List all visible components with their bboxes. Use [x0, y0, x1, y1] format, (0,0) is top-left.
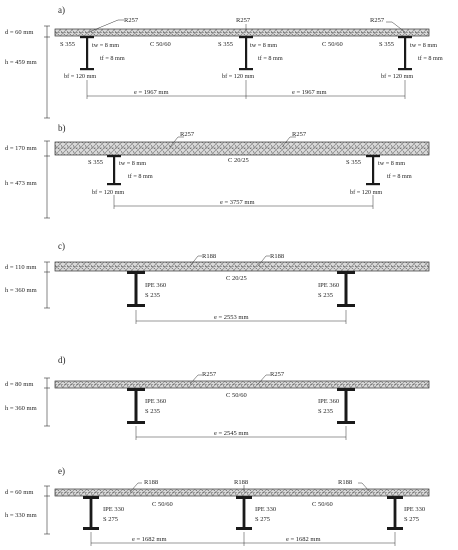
- flange-thickness-label: tf = 8 mm: [100, 55, 125, 62]
- panel-e: e) d = 60 mm h = 330 mm R188 R188 R188 C…: [5, 466, 430, 546]
- spacing-label: e = 2545 mm: [214, 430, 249, 437]
- spacing-label: e = 1682 mm: [132, 536, 167, 543]
- steel-grade-label: S 235: [318, 292, 333, 299]
- rebar-label: R188: [338, 479, 352, 486]
- profile-label: IPE 360: [318, 282, 339, 289]
- slab-depth-label: d = 170 mm: [5, 145, 37, 152]
- flange-width-label: bf = 120 mm: [222, 73, 254, 80]
- steel-grade-label: S 275: [404, 516, 419, 523]
- steel-grade-label: S 235: [145, 292, 160, 299]
- profile-label: IPE 330: [255, 506, 276, 513]
- steel-beam: [127, 271, 355, 307]
- concrete-label: C 50/60: [322, 41, 343, 48]
- concrete-label: C 50/60: [312, 501, 333, 508]
- rebar-label: R188: [234, 479, 248, 486]
- flange-width-label: bf = 120 mm: [381, 73, 413, 80]
- concrete-label: C 20/25: [228, 157, 249, 164]
- steel-grade-label: S 355: [88, 159, 103, 166]
- rebar-label: R188: [270, 253, 284, 260]
- slab-depth-label: d = 60 mm: [5, 489, 33, 496]
- panel-label: e): [58, 466, 65, 476]
- web-thickness-label: tw = 8 mm: [92, 42, 119, 49]
- steel-grade-label: S 275: [103, 516, 118, 523]
- concrete-label: C 50/60: [150, 41, 171, 48]
- web-thickness-label: tw = 8 mm: [250, 42, 277, 49]
- steel-grade-label: S 355: [346, 159, 361, 166]
- steel-grade-label: S 235: [145, 408, 160, 415]
- profile-label: IPE 360: [145, 282, 166, 289]
- concrete-label: C 50/60: [152, 501, 173, 508]
- spacing-dimension: [90, 532, 396, 546]
- beam-height-label: h = 360 mm: [5, 405, 37, 412]
- beam-height-label: h = 360 mm: [5, 287, 37, 294]
- steel-beam: [107, 155, 380, 186]
- panel-label: b): [58, 123, 66, 133]
- rebar-label: R188: [144, 479, 158, 486]
- beam-height-label: h = 473 mm: [5, 180, 37, 187]
- steel-grade-label: S 235: [318, 408, 333, 415]
- rebar-label: R257: [180, 131, 195, 138]
- slab-depth-label: d = 60 mm: [5, 29, 33, 36]
- rebar-label: R257: [236, 17, 251, 24]
- spacing-label: e = 1967 mm: [292, 89, 327, 96]
- depth-dimension: [44, 377, 50, 427]
- concrete-label: C 50/60: [226, 392, 247, 399]
- spacing-label: e = 3757 mm: [220, 199, 255, 206]
- depth-dimension: [44, 485, 50, 535]
- profile-label: IPE 360: [318, 398, 339, 405]
- flange-thickness-label: tf = 8 mm: [387, 173, 412, 180]
- steel-grade-label: S 355: [218, 41, 233, 48]
- rebar-label: R257: [292, 131, 307, 138]
- concrete-slab: [54, 141, 430, 156]
- flange-width-label: bf = 120 mm: [64, 73, 96, 80]
- rebar-label: R257: [270, 371, 285, 378]
- depth-dimension: [44, 25, 50, 119]
- depth-dimension: [44, 140, 50, 219]
- steel-grade-label: S 355: [379, 41, 394, 48]
- panel-a: a) d = 60 mm h = 459 mm R257 R257 R257 C…: [5, 5, 443, 119]
- web-thickness-label: tw = 8 mm: [378, 160, 405, 167]
- panel-c: c) d = 110 mm h = 360 mm R188 R188 C 20/…: [5, 241, 430, 324]
- slab-depth-label: d = 80 mm: [5, 381, 33, 388]
- rebar-label: R257: [124, 17, 139, 24]
- panel-d: d) d = 80 mm h = 360 mm R257 R257 C 50/6…: [5, 355, 430, 440]
- beam-height-label: h = 459 mm: [5, 59, 37, 66]
- beam-height-label: h = 330 mm: [5, 512, 37, 519]
- profile-label: IPE 360: [145, 398, 166, 405]
- depth-dimension: [44, 261, 50, 309]
- panel-label: c): [58, 241, 65, 251]
- slab-depth-label: d = 110 mm: [5, 264, 36, 271]
- spacing-dimension: [113, 195, 374, 209]
- steel-beam: [127, 388, 355, 424]
- flange-thickness-label: tf = 8 mm: [418, 55, 443, 62]
- panel-label: a): [58, 5, 65, 15]
- spacing-label: e = 2553 mm: [214, 314, 249, 321]
- steel-beam: [83, 496, 403, 530]
- spacing-dimension: [135, 310, 347, 324]
- flange-thickness-label: tf = 8 mm: [128, 173, 153, 180]
- flange-width-label: bf = 120 mm: [92, 189, 124, 196]
- profile-label: IPE 330: [103, 506, 124, 513]
- steel-grade-label: S 275: [255, 516, 270, 523]
- flange-thickness-label: tf = 8 mm: [258, 55, 283, 62]
- spacing-dimension: [86, 80, 406, 99]
- rebar-label: R188: [202, 253, 216, 260]
- rebar-label: R257: [370, 17, 385, 24]
- web-thickness-label: tw = 8 mm: [119, 160, 146, 167]
- spacing-label: e = 1967 mm: [134, 89, 169, 96]
- web-thickness-label: tw = 8 mm: [410, 42, 437, 49]
- steel-beam: [80, 36, 412, 71]
- profile-label: IPE 330: [404, 506, 425, 513]
- spacing-dimension: [135, 426, 347, 440]
- panel-label: d): [58, 355, 66, 365]
- flange-width-label: bf = 120 mm: [350, 189, 382, 196]
- rebar-label: R257: [202, 371, 217, 378]
- panel-b: b) d = 170 mm h = 473 mm R257 R257 C 20/…: [5, 123, 430, 219]
- steel-grade-label: S 355: [60, 41, 75, 48]
- spacing-label: e = 1682 mm: [286, 536, 321, 543]
- concrete-label: C 20/25: [226, 275, 247, 282]
